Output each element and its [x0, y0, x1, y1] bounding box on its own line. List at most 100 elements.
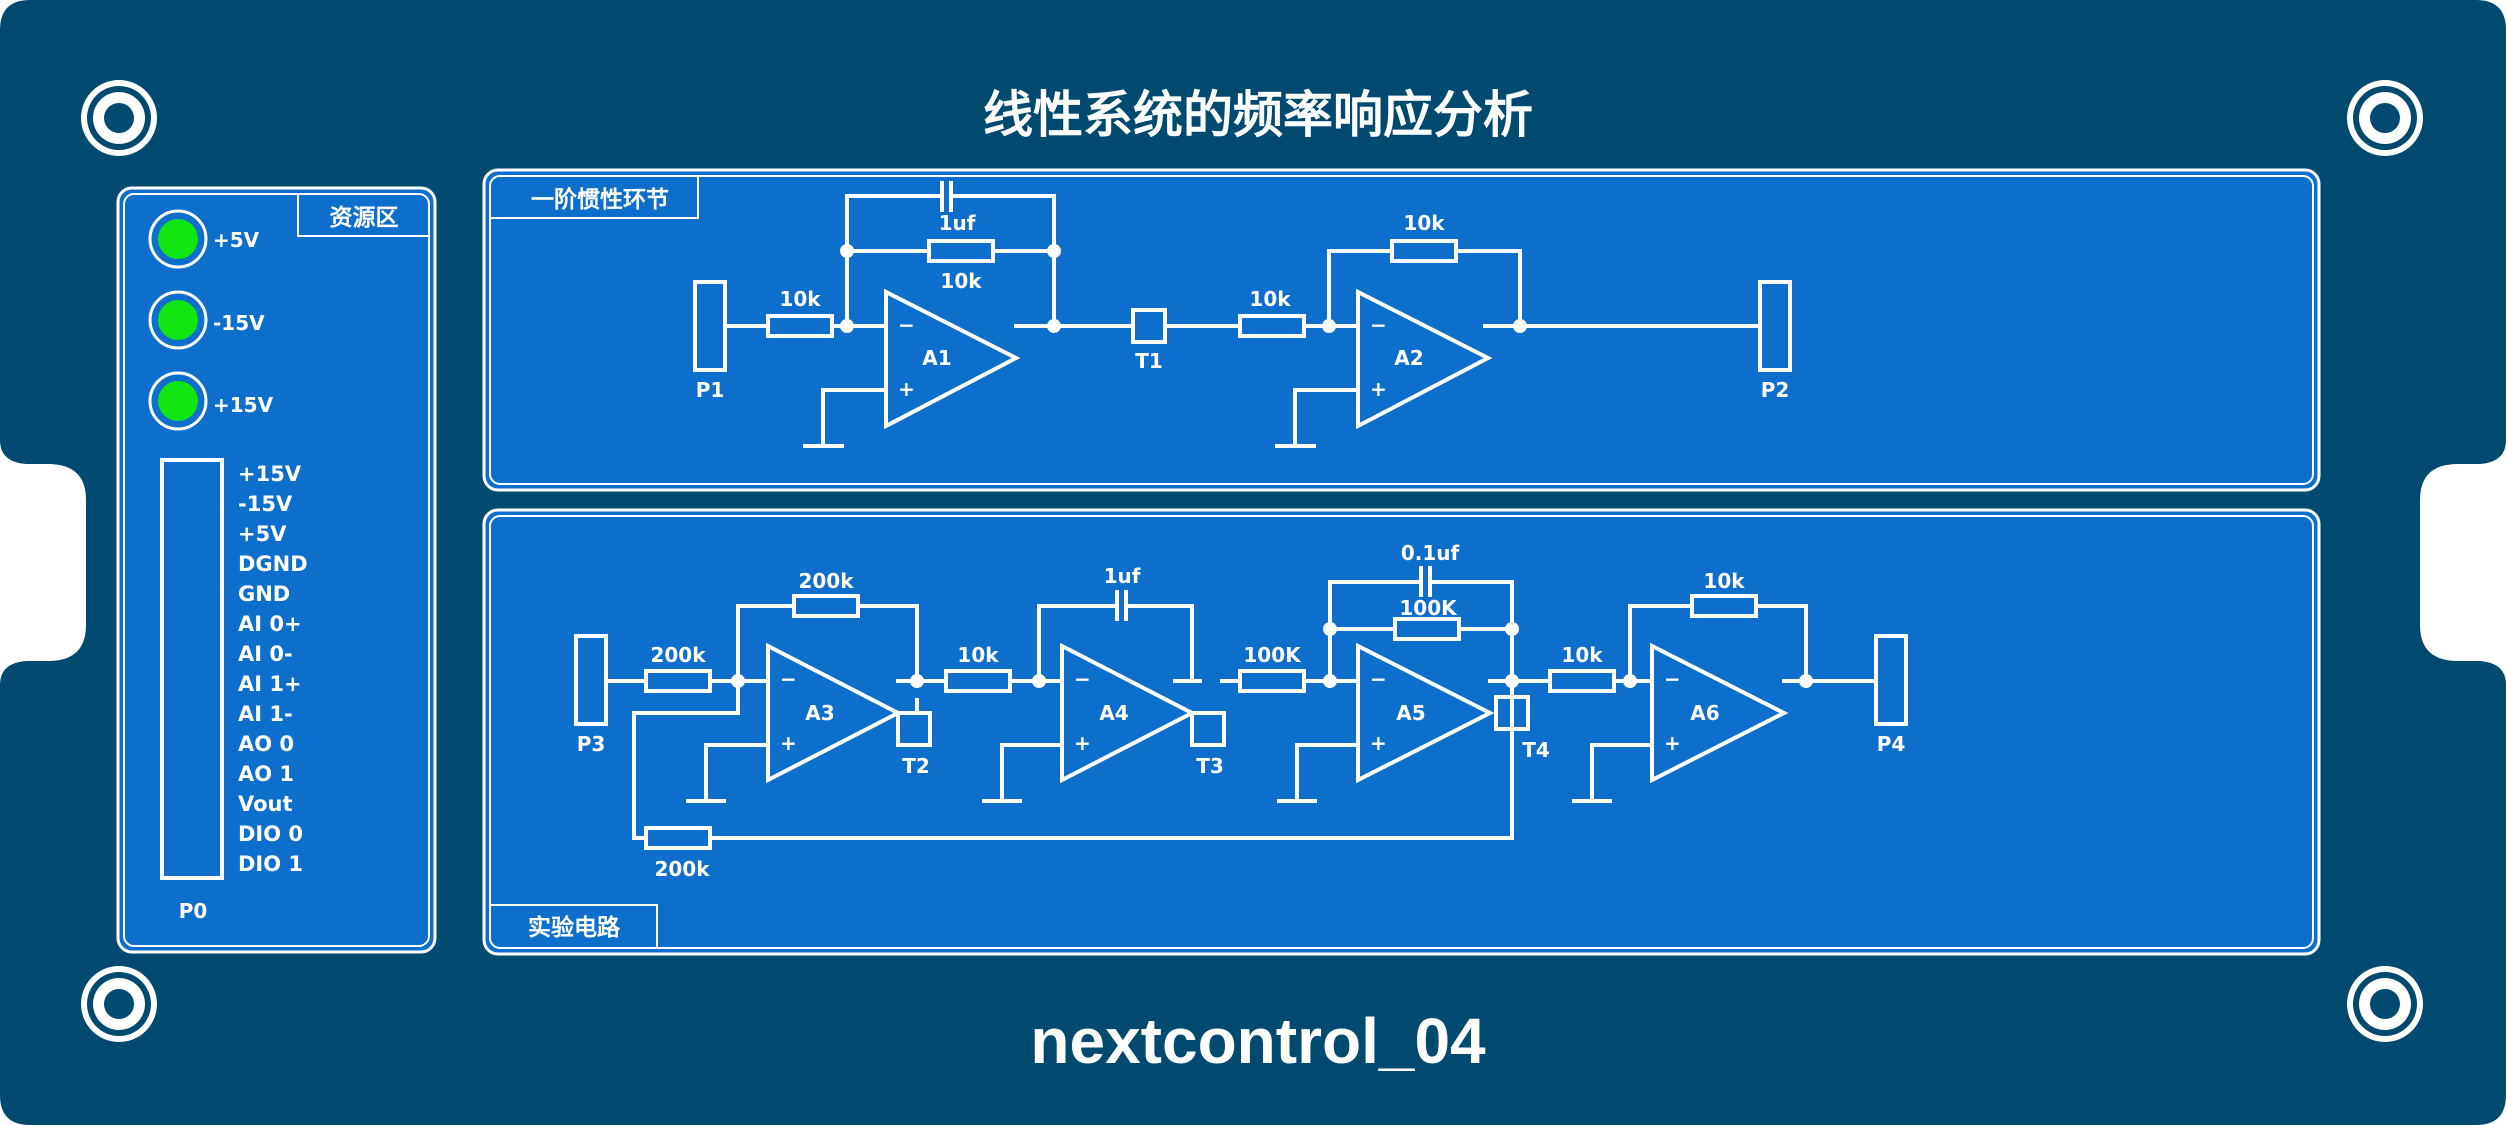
capacitor-label: 1uf: [1104, 564, 1141, 588]
resistor: [1238, 669, 1306, 693]
port-label-p4: P4: [1877, 732, 1906, 756]
resistor: [766, 314, 834, 338]
junction: [1047, 319, 1061, 333]
junction: [1323, 622, 1337, 636]
resistor: [644, 669, 712, 693]
resistor: [1393, 617, 1461, 641]
op-amp-label-a1: A1: [922, 346, 951, 370]
resistor-label: 10k: [1561, 643, 1603, 667]
resistor-label: 10k: [1249, 287, 1291, 311]
op-amp-a4: [1060, 642, 1197, 784]
resistor-label: 200k: [650, 643, 706, 667]
led-plus15v: [148, 371, 208, 431]
resistor: [944, 669, 1012, 693]
resource-title: 资源区: [330, 205, 399, 231]
resistor: [1690, 594, 1758, 618]
junction: [731, 674, 745, 688]
port-p1[interactable]: [693, 280, 727, 372]
pin-label: AI 1+: [238, 672, 302, 696]
experiment-panel-title: 实验电路: [528, 914, 621, 941]
test-point-label-t3: T3: [1196, 754, 1224, 778]
resistor-label: 100K: [1399, 596, 1458, 620]
port-p4[interactable]: [1874, 634, 1908, 726]
pin-label: AO 1: [238, 762, 294, 786]
junction: [1513, 319, 1527, 333]
resistor: [1548, 669, 1616, 693]
resistor: [1390, 239, 1458, 263]
op-amp-label-a5: A5: [1396, 701, 1425, 725]
pin-label: +15V: [238, 462, 302, 486]
capacitor: [940, 181, 953, 212]
port-label-p1: P1: [696, 378, 725, 402]
pin-label: GND: [238, 582, 290, 606]
capacitor: [1419, 566, 1432, 597]
mounting-hole-top-left: [81, 80, 157, 156]
op-amp-a6: [1650, 642, 1789, 784]
op-amp-plus: +: [1370, 731, 1387, 755]
mounting-hole-bottom-left: [81, 966, 157, 1042]
op-amp-label-a3: A3: [805, 701, 834, 725]
mounting-hole-bottom-right: [2347, 966, 2423, 1042]
resistor: [792, 594, 860, 618]
op-amp-plus: +: [1370, 377, 1387, 401]
connector-p0[interactable]: [160, 458, 224, 880]
capacitor: [1115, 590, 1128, 621]
pin-label: Vout: [238, 792, 293, 816]
op-amp-minus: −: [1664, 667, 1681, 691]
op-amp-a1: [884, 288, 1021, 430]
junction: [1799, 674, 1813, 688]
pin-label: AI 0-: [238, 642, 293, 666]
op-amp-label-a6: A6: [1690, 701, 1719, 725]
junction: [1505, 674, 1519, 688]
resistor: [1238, 314, 1306, 338]
pin-label: AI 1-: [238, 702, 293, 726]
led-minus15v: [148, 290, 208, 350]
junction: [1047, 244, 1061, 258]
op-amp-minus: −: [1074, 667, 1091, 691]
resistor-label: 100K: [1243, 643, 1302, 667]
port-p3[interactable]: [574, 634, 608, 726]
test-point-t2[interactable]: [896, 711, 932, 747]
resource-panel: 资源区 +5V -15V +15V P0 +15V -15V +5V DGND …: [116, 186, 437, 954]
brand-label: nextcontrol_04: [1030, 1005, 1486, 1077]
op-amp-minus: −: [1370, 667, 1387, 691]
resistor-label: 200k: [798, 569, 854, 593]
op-amp-minus: −: [780, 667, 797, 691]
first-order-panel: 一阶惯性环节 − + − + A1 A2 P1: [482, 168, 2321, 492]
op-amp-label-a2: A2: [1394, 346, 1423, 370]
junction: [1505, 622, 1519, 636]
pin-label: AO 0: [238, 732, 294, 756]
resistor: [644, 826, 712, 850]
led-plus5v: [148, 209, 208, 269]
op-amp-label-a4: A4: [1099, 701, 1128, 725]
op-amp-a5: [1356, 642, 1495, 784]
test-point-label-t1: T1: [1135, 349, 1163, 373]
op-amp-plus: +: [1074, 731, 1091, 755]
pin-label: AI 0+: [238, 612, 302, 636]
test-point-t4[interactable]: [1494, 695, 1530, 731]
op-amp-minus: −: [898, 313, 915, 337]
junction: [840, 244, 854, 258]
junction: [840, 319, 854, 333]
junction: [910, 674, 924, 688]
test-point-label-t2: T2: [902, 754, 930, 778]
resistor-label: 10k: [779, 287, 821, 311]
test-point-t1[interactable]: [1131, 308, 1167, 344]
first-order-panel-title: 一阶惯性环节: [531, 186, 669, 213]
pin-label: +5V: [238, 522, 287, 546]
board-title: 线性系统的频率响应分析: [983, 86, 1533, 144]
connector-label-p0: P0: [179, 899, 208, 923]
op-amp-plus: +: [1664, 731, 1681, 755]
port-p2[interactable]: [1758, 280, 1792, 372]
port-label-p3: P3: [577, 732, 606, 756]
pin-label: -15V: [238, 492, 293, 516]
pin-label: DIO 0: [238, 822, 303, 846]
op-amp-a3: [766, 642, 903, 784]
junction: [1322, 319, 1336, 333]
op-amp-minus: −: [1370, 313, 1387, 337]
led-label-minus15v: -15V: [213, 311, 265, 335]
resistor: [927, 239, 995, 263]
test-point-t3[interactable]: [1190, 711, 1226, 747]
led-label-plus5v: +5V: [213, 228, 260, 252]
